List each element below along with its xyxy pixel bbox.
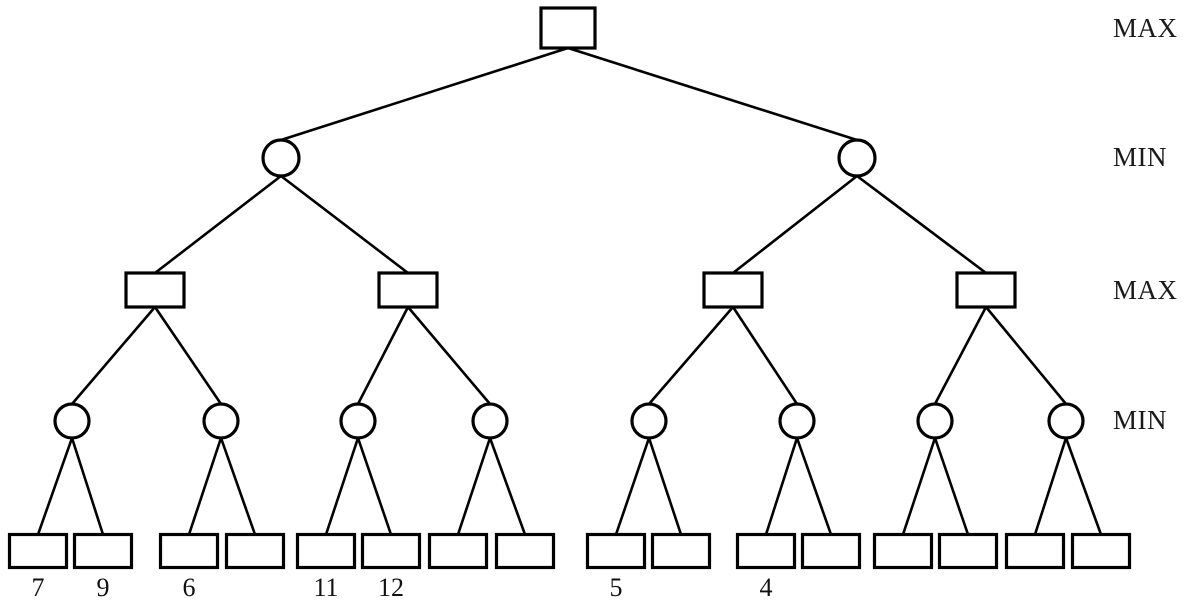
leaf-node[interactable] <box>7 532 69 570</box>
leaf-value-label: 4 <box>759 573 773 602</box>
leaf-node[interactable] <box>427 532 489 570</box>
tree-edge <box>70 305 157 406</box>
tree-edge <box>566 46 859 142</box>
min-node-level4[interactable] <box>339 402 377 440</box>
root-max-node[interactable] <box>539 6 597 50</box>
max-node-level3[interactable] <box>377 271 439 309</box>
tree-edge <box>933 436 970 536</box>
leaf-node[interactable] <box>650 532 712 570</box>
tree-edge <box>488 436 527 536</box>
tree-edge <box>901 436 937 536</box>
level-label-max-0: MAX <box>1113 13 1178 43</box>
leaf-value-label: 7 <box>31 573 45 602</box>
min-node-level2[interactable] <box>837 138 877 178</box>
level-label-min-1: MIN <box>1113 142 1167 172</box>
leaf-value-label: 5 <box>609 573 623 602</box>
leaf-node[interactable] <box>360 532 422 570</box>
tree-edge <box>356 305 410 406</box>
leaf-node[interactable] <box>937 532 999 570</box>
tree-edge <box>219 436 257 536</box>
tree-edge <box>1033 436 1068 536</box>
tree-edge <box>795 436 833 536</box>
max-node-level3[interactable] <box>702 271 764 309</box>
min-node-level2[interactable] <box>261 138 301 178</box>
leaf-node[interactable] <box>72 532 134 570</box>
tree-edge <box>36 436 74 536</box>
leaf-node[interactable] <box>1004 532 1066 570</box>
leaf-node[interactable] <box>158 532 220 570</box>
leaf-node[interactable] <box>800 532 862 570</box>
tree-edge <box>187 436 223 536</box>
leaf-node[interactable] <box>872 532 934 570</box>
leaf-node[interactable] <box>494 532 556 570</box>
tree-edge <box>153 305 223 406</box>
leaf-value-label: 11 <box>313 573 339 602</box>
leaf-node[interactable] <box>735 532 797 570</box>
tree-edge <box>647 305 735 406</box>
tree-edge <box>153 174 283 275</box>
level-label-max-2: MAX <box>1113 275 1178 305</box>
tree-edge <box>984 305 1068 406</box>
max-node-level3[interactable] <box>955 271 1017 309</box>
leaf-value-label: 9 <box>96 573 110 602</box>
max-node-level3[interactable] <box>124 271 186 309</box>
tree-edge <box>406 305 492 406</box>
tree-edge <box>279 46 570 142</box>
level-label-min-3: MIN <box>1113 405 1167 435</box>
tree-edge <box>324 436 360 536</box>
min-node-level4[interactable] <box>202 402 240 440</box>
min-node-level4[interactable] <box>471 402 509 440</box>
min-node-level4[interactable] <box>916 402 954 440</box>
tree-edge <box>855 174 988 275</box>
leaf-value-label: 12 <box>378 573 404 602</box>
tree-edge <box>70 436 105 536</box>
leaf-value-label: 6 <box>182 573 196 602</box>
leaf-node[interactable] <box>585 532 647 570</box>
tree-edge <box>614 436 651 536</box>
min-node-level4[interactable] <box>53 402 91 440</box>
tree-edge <box>356 436 393 536</box>
nodes-group <box>7 6 1132 570</box>
tree-edge <box>279 174 410 275</box>
tree-edge <box>456 436 492 536</box>
tree-edge <box>731 174 859 275</box>
leaf-node[interactable] <box>295 532 357 570</box>
tree-edge <box>764 436 799 536</box>
edges-group <box>36 46 1103 536</box>
min-node-level4[interactable] <box>778 402 816 440</box>
tree-edge <box>647 436 683 536</box>
tree-edge <box>933 305 988 406</box>
tree-edge <box>1064 436 1103 536</box>
leaf-node[interactable] <box>224 532 286 570</box>
leaf-node[interactable] <box>1070 532 1132 570</box>
tree-edge <box>731 305 799 406</box>
min-node-level4[interactable] <box>630 402 668 440</box>
min-node-level4[interactable] <box>1047 402 1085 440</box>
